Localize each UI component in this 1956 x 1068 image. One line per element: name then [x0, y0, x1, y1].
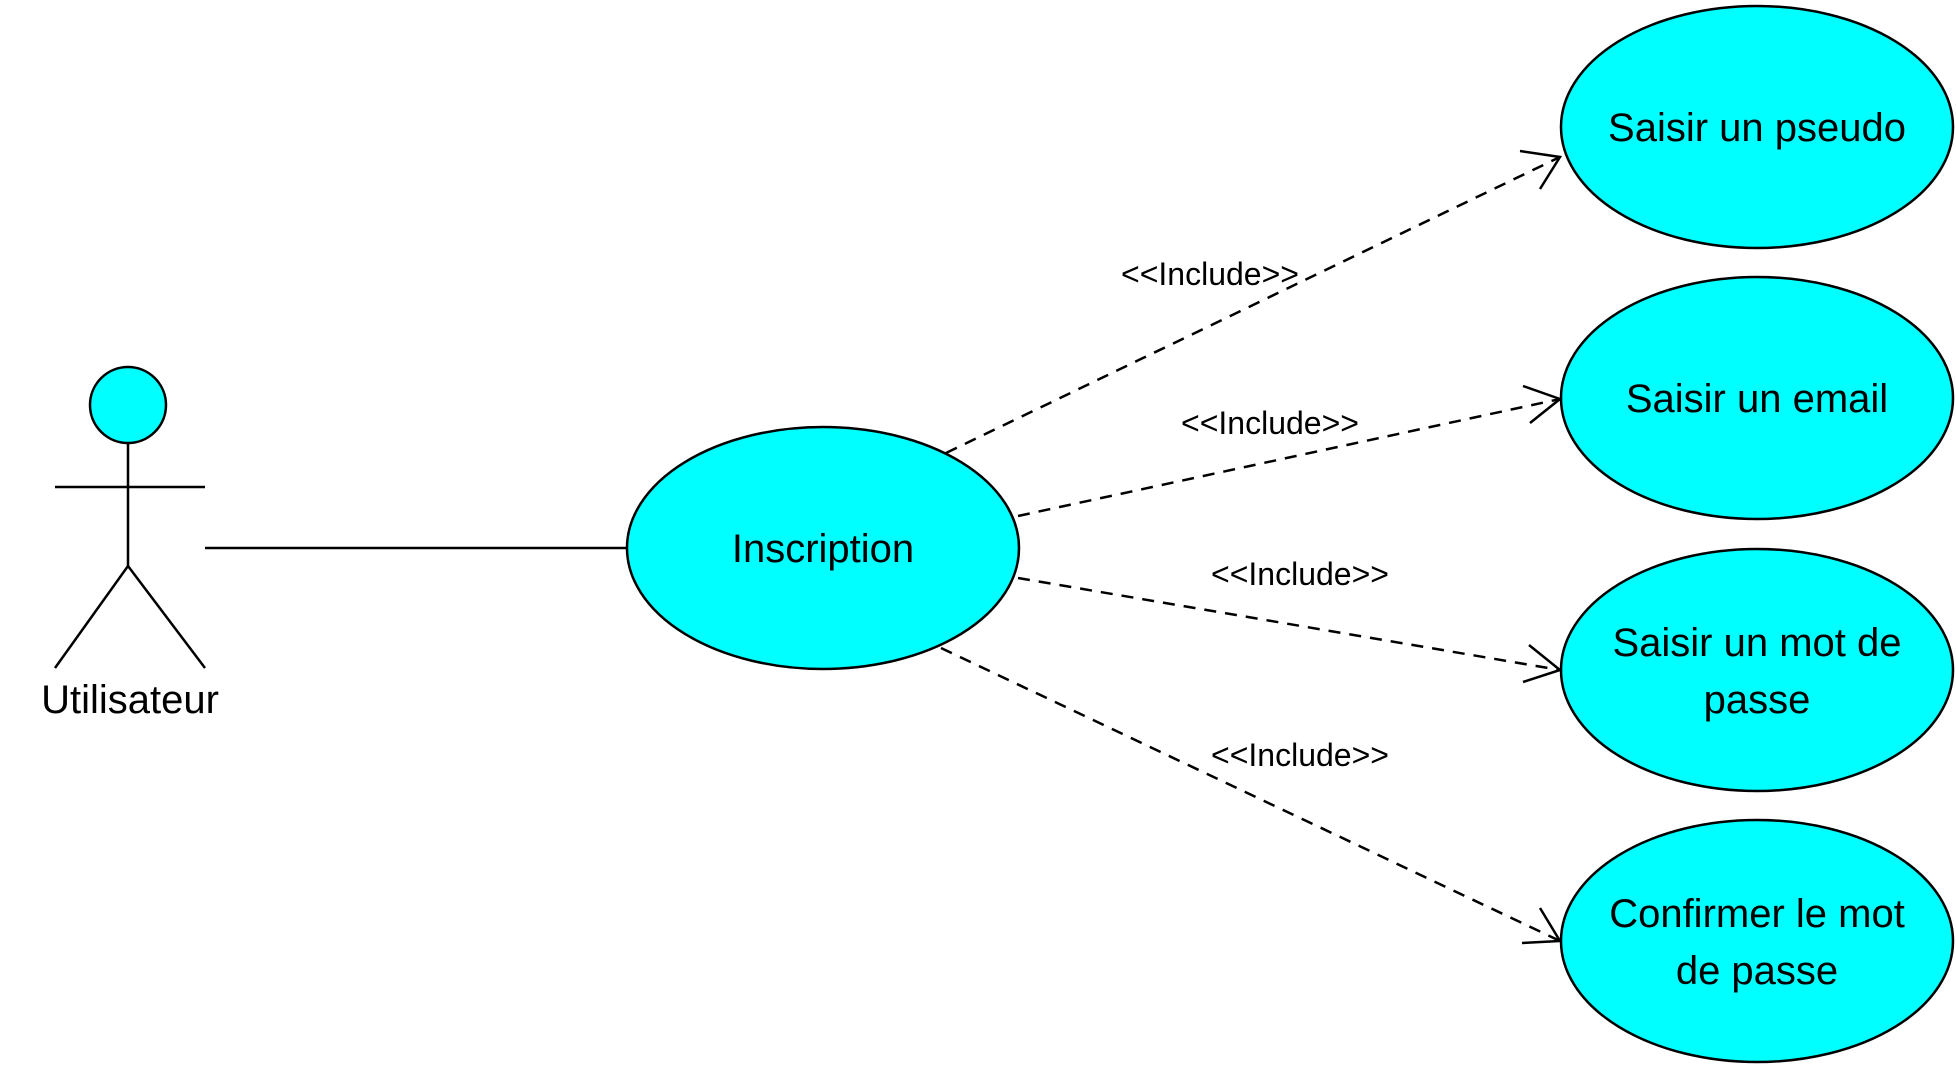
use-case-confirmer-mot-de-passe[interactable]: Confirmer le mot de passe: [1559, 818, 1955, 1064]
use-case-saisir-mot-de-passe-label-line-1: Saisir un mot de: [1612, 621, 1901, 665]
include-relation-email[interactable]: <<Include>>: [1017, 384, 1563, 518]
use-case-confirmer-mot-de-passe-label-line-1: Confirmer le mot: [1609, 892, 1905, 936]
include-stereotype-mot-de-passe: <<Include>>: [1211, 556, 1389, 592]
actor-right-leg: [127, 565, 206, 669]
include-arrowhead-mot-de-passe: [1522, 644, 1563, 684]
use-case-inscription-label: Inscription: [732, 527, 914, 571]
include-arrowhead-pseudo: [1519, 149, 1563, 190]
use-case-inscription[interactable]: Inscription: [625, 425, 1021, 671]
include-stereotype-confirmer: <<Include>>: [1211, 737, 1389, 773]
use-case-inscription-ellipse: [625, 425, 1021, 671]
use-case-saisir-mot-de-passe[interactable]: Saisir un mot de passe: [1559, 547, 1955, 793]
include-arrowhead-email: [1522, 384, 1563, 424]
actor-label: Utilisateur: [41, 678, 219, 722]
include-relation-mot-de-passe[interactable]: <<Include>>: [1017, 556, 1563, 684]
use-case-saisir-email[interactable]: Saisir un email: [1559, 275, 1955, 521]
use-case-saisir-mot-de-passe-ellipse: [1559, 547, 1955, 793]
include-line-mot-de-passe: [1017, 576, 1561, 672]
actor-utilisateur[interactable]: Utilisateur: [41, 365, 219, 722]
include-stereotype-email: <<Include>>: [1181, 405, 1359, 441]
actor-head: [88, 365, 168, 445]
use-case-saisir-pseudo-label: Saisir un pseudo: [1608, 106, 1906, 150]
include-line-confirmer: [940, 646, 1561, 943]
use-case-confirmer-mot-de-passe-label-line-2: de passe: [1676, 949, 1838, 993]
include-stereotype-pseudo: <<Include>>: [1121, 256, 1299, 292]
use-case-saisir-email-ellipse: [1559, 275, 1955, 521]
use-case-saisir-pseudo[interactable]: Saisir un pseudo: [1559, 4, 1955, 250]
use-case-saisir-mot-de-passe-label-line-2: passe: [1704, 678, 1811, 722]
use-case-saisir-pseudo-ellipse: [1559, 4, 1955, 250]
include-line-pseudo: [945, 155, 1561, 455]
use-case-saisir-email-label: Saisir un email: [1626, 377, 1888, 421]
actor-left-leg: [53, 565, 130, 669]
include-relation-confirmer[interactable]: <<Include>>: [940, 646, 1563, 945]
include-relation-pseudo[interactable]: <<Include>>: [945, 149, 1563, 455]
include-arrowhead-confirmer: [1521, 907, 1563, 945]
use-case-confirmer-mot-de-passe-ellipse: [1559, 818, 1955, 1064]
include-line-email: [1017, 397, 1561, 518]
